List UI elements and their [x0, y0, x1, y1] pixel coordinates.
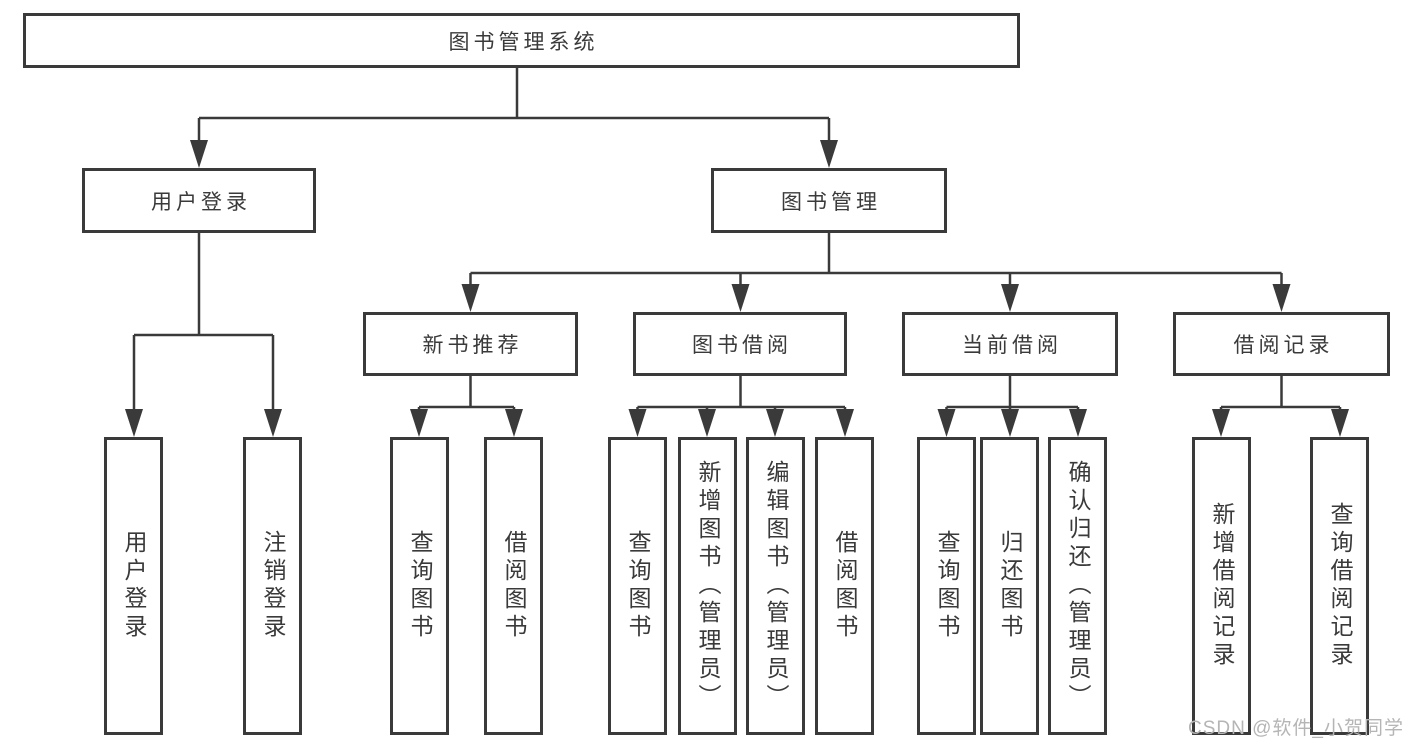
leaf-query-books-3: 查询图书 — [917, 437, 976, 735]
node-new-book-recommendation: 新书推荐 — [363, 312, 578, 376]
node-book-management: 图书管理 — [711, 168, 947, 233]
leaf-logout: 注销登录 — [243, 437, 302, 735]
leaf-user-login: 用户登录 — [104, 437, 163, 735]
leaf-query-books-2: 查询图书 — [608, 437, 667, 735]
csdn-watermark: CSDN @软件_小贺同学 — [1188, 718, 1404, 739]
node-user-login: 用户登录 — [82, 168, 316, 233]
node-library-management-system: 图书管理系统 — [23, 13, 1020, 68]
leaf-borrow-books: 借阅图书 — [484, 437, 543, 735]
leaf-add-books-admin: 新增图书（管理员） — [678, 437, 737, 735]
node-book-borrowing: 图书借阅 — [633, 312, 847, 376]
node-current-borrowing: 当前借阅 — [902, 312, 1118, 376]
leaf-confirm-return-admin: 确认归还（管理员） — [1048, 437, 1107, 735]
leaf-query-books: 查询图书 — [390, 437, 449, 735]
node-borrow-records: 借阅记录 — [1173, 312, 1390, 376]
leaf-add-borrow-record: 新增借阅记录 — [1192, 437, 1251, 735]
leaf-query-borrow-record: 查询借阅记录 — [1310, 437, 1369, 735]
leaf-borrow-books-2: 借阅图书 — [815, 437, 874, 735]
leaf-edit-books-admin: 编辑图书（管理员） — [746, 437, 805, 735]
leaf-return-books: 归还图书 — [980, 437, 1039, 735]
